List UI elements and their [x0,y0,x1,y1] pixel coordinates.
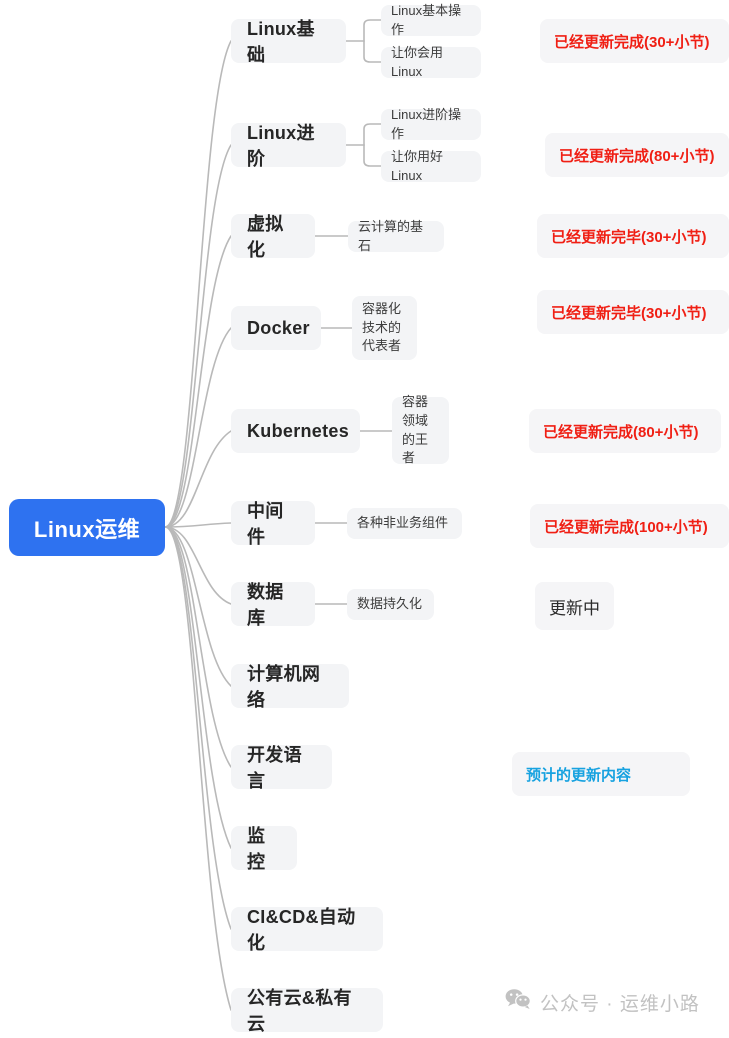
leaf-label: 数据持久化 [357,596,423,612]
leaf-node-container-representative[interactable]: 容器化技术的代表者 [352,296,417,360]
leaf-label: 容器领域的王者 [402,393,429,466]
link-root-5 [164,430,232,528]
topic-node-docker[interactable]: Docker [231,306,321,350]
status-badge-label: 已经更新完毕(30+小节) [551,228,707,246]
link-root-12 [164,526,232,1011]
topic-node-kubernetes[interactable]: Kubernetes [231,409,360,453]
status-badge-database[interactable]: 更新中 [535,582,614,630]
topic-label: Linux基础 [247,19,315,65]
link-root-7 [164,526,232,605]
topic-label: 开发语言 [247,745,302,791]
link-b2-leaf1 [363,123,382,146]
status-badge-label: 已经更新完成(30+小节) [554,33,710,51]
leaf-node-container-king[interactable]: 容器领域的王者 [392,394,449,465]
leaf-label: 让你用好Linux [391,148,444,183]
topic-node-public-private-cloud[interactable]: 公有云&私有云 [231,988,383,1034]
leaf-label: 容器化技术的代表者 [362,300,402,354]
leaf-node-data-persistence[interactable]: 数据持久化 [347,589,434,620]
leaf-node-linux-basic-ops[interactable]: Linux基本操作 [381,3,481,37]
root-node[interactable]: Linux运维 [9,499,165,556]
status-badge-linux-basics[interactable]: 已经更新完成(30+小节) [540,19,729,63]
topic-label: 监控 [247,826,266,872]
topic-label: Docker [247,317,310,338]
topic-node-programming-language[interactable]: 开发语言 [231,745,332,791]
watermark-label: 公众号 · 运维小路 [540,993,700,1015]
link-root-4 [164,327,232,528]
topic-node-virtualization[interactable]: 虚拟化 [231,214,315,260]
link-root-6 [164,522,232,528]
leaf-label: Linux进阶操作 [391,106,462,141]
status-badge-label: 已经更新完毕(30+小节) [551,304,707,322]
status-badge-linux-advanced[interactable]: 已经更新完成(80+小节) [545,133,729,177]
status-badge-label: 已经更新完成(80+小节) [543,423,699,441]
topic-node-linux-advanced[interactable]: Linux进阶 [231,123,346,169]
leaf-node-cloud-cornerstone[interactable]: 云计算的基石 [348,219,444,253]
leaf-label: Linux基本操作 [391,2,462,37]
root-node-label: Linux运维 [33,516,141,542]
topic-node-cicd-automation[interactable]: CI&CD&自动化 [231,907,383,953]
topic-label: 计算机网络 [247,664,321,710]
topic-label: 虚拟化 [247,214,284,260]
topic-node-database[interactable]: 数据库 [231,582,315,628]
topic-label: 中间件 [247,501,284,547]
status-badge-label: 已经更新完成(80+小节) [559,147,715,165]
topic-node-linux-basics[interactable]: Linux基础 [231,19,346,65]
link-b2-leaf2 [363,144,382,167]
link-root-11 [164,526,232,930]
status-badge-planned-content[interactable]: 预计的更新内容 [512,752,690,796]
topic-node-middleware[interactable]: 中间件 [231,501,315,547]
link-root-9 [164,526,232,768]
link-root-2 [164,144,232,528]
leaf-node-learn-to-use-linux[interactable]: 让你会用Linux [381,45,481,79]
topic-node-computer-network[interactable]: 计算机网络 [231,664,349,710]
status-badge-label: 更新中 [549,598,600,618]
link-b1-leaf1 [363,19,382,42]
topic-node-monitoring[interactable]: 监控 [231,826,297,872]
leaf-node-linux-advanced-ops[interactable]: Linux进阶操作 [381,107,481,141]
topic-label: Kubernetes [247,420,350,441]
watermark: 公众号 · 运维小路 [505,988,700,1016]
status-badge-virtualization[interactable]: 已经更新完毕(30+小节) [537,214,729,258]
topic-label: 公有云&私有云 [247,988,352,1034]
leaf-node-nonbusiness-components[interactable]: 各种非业务组件 [347,508,462,539]
link-b1-leaf2 [363,40,382,63]
link-root-8 [164,526,232,687]
leaf-node-use-linux-well[interactable]: 让你用好Linux [381,149,481,183]
link-root-3 [164,235,232,528]
topic-label: 数据库 [247,582,284,628]
topic-label: Linux进阶 [247,123,315,169]
status-badge-label: 已经更新完成(100+小节) [544,518,708,536]
topic-label: CI&CD&自动化 [247,907,356,953]
link-root-1 [164,40,232,528]
leaf-label: 云计算的基石 [358,218,424,253]
leaf-label: 让你会用Linux [391,44,444,79]
status-badge-middleware[interactable]: 已经更新完成(100+小节) [530,504,729,548]
wechat-icon [505,988,531,1016]
status-badge-kubernetes[interactable]: 已经更新完成(80+小节) [529,409,721,453]
status-badge-docker[interactable]: 已经更新完毕(30+小节) [537,290,729,334]
status-badge-label: 预计的更新内容 [526,766,632,784]
link-root-10 [164,526,232,849]
leaf-label: 各种非业务组件 [357,515,449,531]
